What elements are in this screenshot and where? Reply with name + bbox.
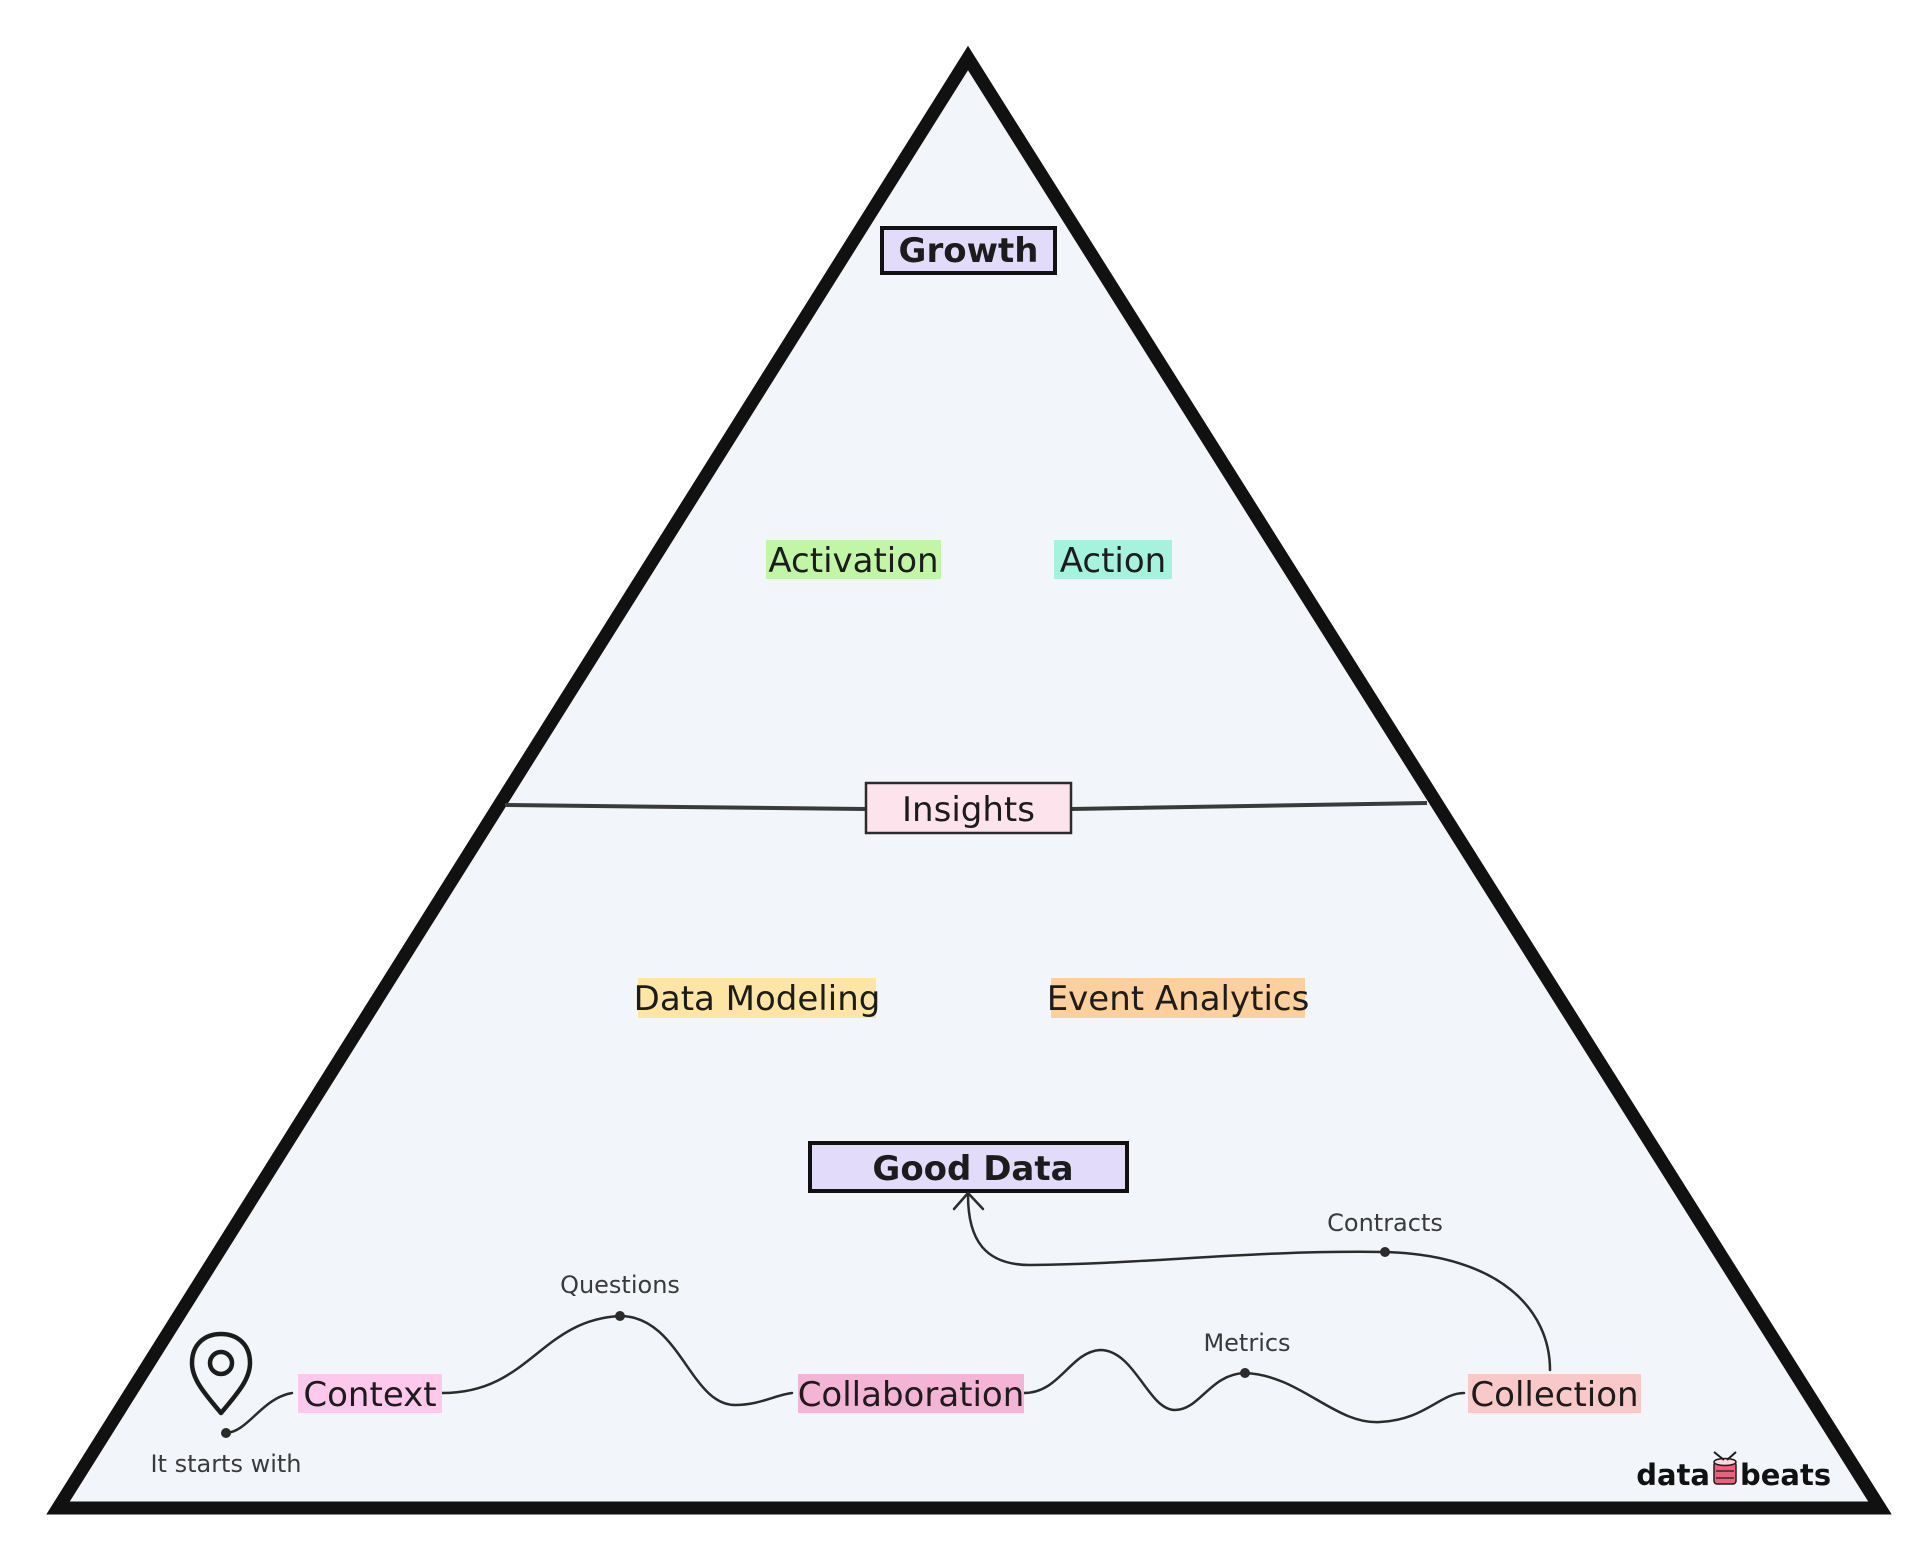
questions-dot bbox=[615, 1311, 625, 1321]
activation-label: Activation bbox=[768, 541, 938, 581]
collection-step: Collection bbox=[1468, 1374, 1641, 1415]
contracts-label: Contracts bbox=[1327, 1209, 1443, 1237]
metrics-label: Metrics bbox=[1203, 1329, 1290, 1357]
start-caption: It starts with bbox=[150, 1450, 301, 1478]
start-to-context-curve bbox=[224, 1391, 294, 1435]
brand-right-text: beats bbox=[1740, 1458, 1831, 1492]
drum-icon bbox=[1713, 1451, 1737, 1485]
data-modeling-tag: Data Modeling bbox=[634, 978, 881, 1019]
good-data-box: Good Data bbox=[808, 1141, 1129, 1193]
action-tag: Action bbox=[1054, 540, 1172, 581]
insights-box: Insights bbox=[864, 781, 1073, 835]
collection-label: Collection bbox=[1470, 1375, 1638, 1415]
questions-curve bbox=[440, 1314, 794, 1407]
metrics-dot bbox=[1240, 1368, 1250, 1378]
contracts-dot bbox=[1380, 1247, 1390, 1257]
collaboration-step: Collaboration bbox=[798, 1374, 1025, 1415]
location-pin-icon bbox=[189, 1331, 253, 1416]
activation-tag: Activation bbox=[766, 540, 941, 581]
event-analytics-tag: Event Analytics bbox=[1047, 978, 1310, 1019]
start-dot bbox=[221, 1428, 231, 1438]
action-label: Action bbox=[1060, 541, 1166, 581]
collaboration-label: Collaboration bbox=[798, 1375, 1025, 1415]
growth-label: Growth bbox=[899, 231, 1039, 271]
insights-label: Insights bbox=[902, 790, 1035, 830]
context-label: Context bbox=[303, 1375, 436, 1415]
questions-label: Questions bbox=[560, 1271, 680, 1299]
good-data-label: Good Data bbox=[872, 1149, 1073, 1189]
metrics-curve bbox=[1022, 1348, 1466, 1424]
event-analytics-label: Event Analytics bbox=[1047, 979, 1310, 1019]
contracts-curve bbox=[966, 1193, 1552, 1372]
data-modeling-label: Data Modeling bbox=[634, 979, 881, 1019]
brand-left-text: data bbox=[1636, 1458, 1710, 1492]
insights-divider-line bbox=[504, 801, 1428, 811]
growth-box: Growth bbox=[880, 226, 1057, 275]
databeats-logo: data beats bbox=[1636, 1451, 1831, 1492]
contracts-arrowhead bbox=[952, 1191, 985, 1211]
context-step: Context bbox=[298, 1374, 442, 1415]
